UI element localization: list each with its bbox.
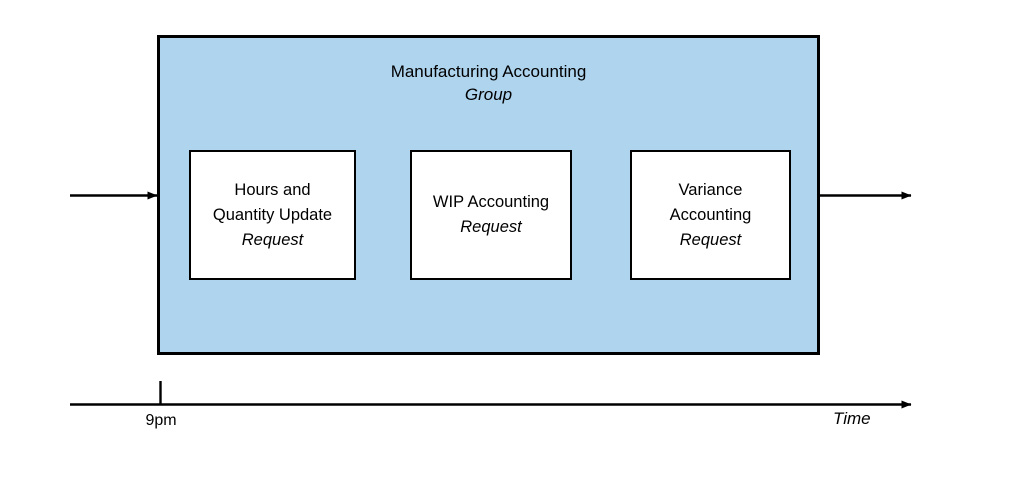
process-box-1-line3: Request — [241, 230, 304, 249]
timeline-tick-label-9pm: 9pm — [145, 412, 177, 429]
process-box-wip-accounting[interactable]: WIP Accounting Request — [410, 150, 572, 280]
process-box-1-line2: Quantity Update — [212, 205, 333, 224]
process-box-2-line1: WIP Accounting — [432, 193, 550, 211]
process-box-1-label: Hours and Quantity Update Request — [213, 178, 332, 253]
process-box-3-line3: Request — [679, 230, 742, 249]
process-box-2-label: WIP Accounting Request — [433, 190, 549, 240]
process-box-3-line1: Variance — [678, 180, 743, 199]
process-box-variance-accounting[interactable]: Variance Accounting Request — [630, 150, 791, 280]
group-title-line2: Group — [464, 85, 513, 104]
process-box-2-line2: Request — [460, 218, 522, 236]
timeline-end-label-time: Time — [833, 409, 871, 428]
process-box-3-line2: Accounting — [669, 205, 752, 224]
group-title: Manufacturing Accounting Group — [157, 60, 820, 106]
process-box-1-line1: Hours and — [234, 180, 311, 199]
group-title-line1: Manufacturing Accounting — [390, 62, 587, 81]
timeline-axis — [70, 381, 912, 409]
process-box-hours-and-quantity-update[interactable]: Hours and Quantity Update Request — [189, 150, 356, 280]
process-box-3-label: Variance Accounting Request — [670, 178, 752, 253]
